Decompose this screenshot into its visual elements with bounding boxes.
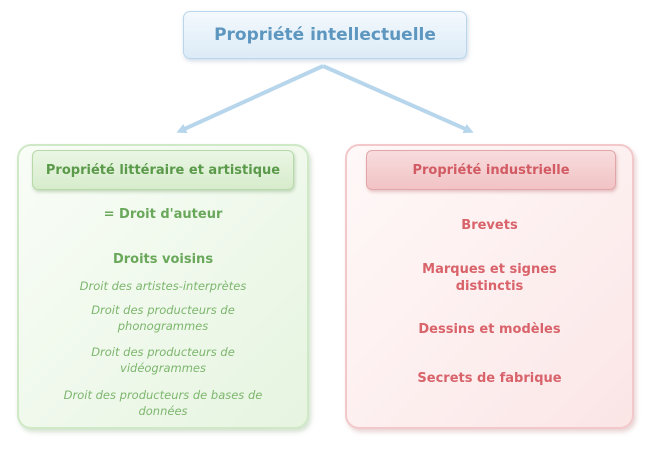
header-industrial: Propriété industrielle: [366, 150, 616, 190]
droit-producteurs-video-line2: vidéogrammes: [120, 361, 206, 375]
droits-voisins-title: Droits voisins: [112, 252, 214, 267]
droit-producteurs-video-line1: Droit des producteurs de: [91, 345, 235, 359]
header-industrial-label: Propriété industrielle: [412, 162, 570, 178]
panel-literary-artistic: Propriété littéraire et artistique = Dro…: [17, 144, 309, 429]
root-node: Propriété intellectuelle: [183, 11, 467, 59]
header-literary-artistic-label: Propriété littéraire et artistique: [45, 162, 281, 178]
marques-line2: distinctis: [455, 279, 524, 294]
brevets-label: Brevets: [461, 218, 518, 233]
droit-producteurs-bases-line2: données: [138, 404, 188, 418]
arrow-to-left: [176, 64, 324, 134]
marques-line1: Marques et signes: [422, 262, 557, 277]
droit-producteurs-bases-line1: Droit des producteurs de bases de: [63, 388, 263, 402]
droit-auteur-label: = Droit d'auteur: [103, 207, 223, 222]
droit-producteurs-phono-line2: phonogrammes: [117, 319, 209, 333]
secrets-fabrique-label: Secrets de fabrique: [417, 371, 562, 386]
droit-artistes-interpretes: Droit des artistes-interprètes: [79, 279, 247, 293]
root-title: Propriété intellectuelle: [214, 25, 436, 45]
arrow-to-right: [322, 64, 474, 134]
droit-producteurs-phono-line1: Droit des producteurs de: [91, 303, 235, 317]
panel-industrial: Propriété industrielle Brevets Marques e…: [345, 144, 634, 429]
dessins-modeles-label: Dessins et modèles: [418, 322, 561, 337]
header-literary-artistic: Propriété littéraire et artistique: [32, 150, 294, 190]
